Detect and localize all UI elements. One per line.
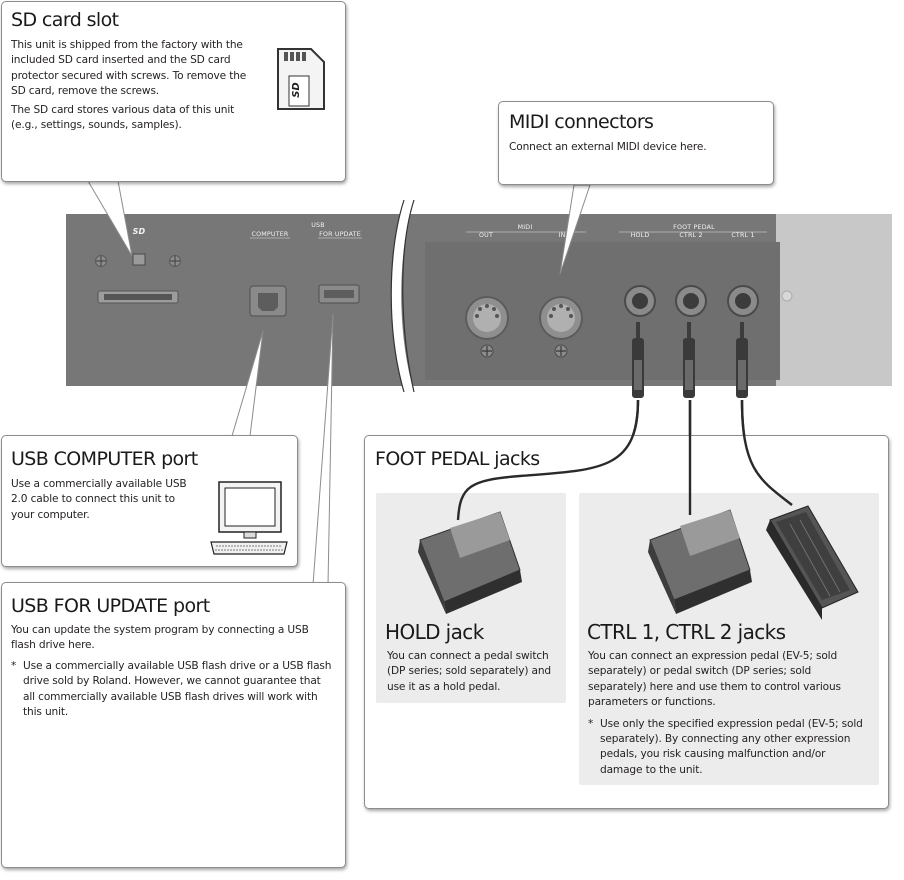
usb-for-update-port-title: USB FOR UPDATE port [11, 595, 210, 617]
panel-label-sd: SD [132, 227, 146, 236]
usb-computer-port-title: USB COMPUTER port [11, 448, 198, 470]
usb-computer-port-description: Use a commercially available USB 2.0 cab… [11, 478, 187, 521]
computer-icon [210, 481, 288, 555]
note-asterisk: * [11, 659, 17, 672]
panel-label-out: OUT [478, 232, 493, 239]
hold-jack-description: You can connect a pedal switch (DP serie… [387, 650, 552, 693]
ctrl-jacks-description: You can connect an expression pedal (EV-… [588, 649, 870, 778]
screw-icon [781, 290, 793, 302]
sd-card-paragraph-1: This unit is shipped from the factory wi… [11, 39, 247, 98]
jack-plug [632, 322, 748, 398]
foot-pedal-jacks-title: FOOT PEDAL jacks [375, 448, 540, 470]
panel-label-usb: USB [311, 222, 325, 229]
sd-card-slot-callout: SD card slot This unit is shipped from t… [1, 1, 346, 182]
panel-label-computer: COMPUTER [251, 231, 289, 238]
sd-card-slot-title: SD card slot [11, 9, 119, 31]
hold-jack-title: HOLD jack [385, 620, 484, 644]
hold-pedal-switch-icon [418, 511, 522, 614]
panel-break-gap [391, 200, 414, 392]
ctrl-pedal-switch-icon [648, 509, 752, 614]
midi-connectors-title: MIDI connectors [509, 111, 654, 133]
usb-update-text: You can update the system program by con… [11, 624, 309, 652]
panel-faded-end [776, 214, 892, 386]
panel-label-midi: MIDI [517, 224, 533, 231]
panel-label-hold: HOLD [630, 232, 650, 239]
panel-label-foot-pedal: FOOT PEDAL [673, 224, 715, 231]
sd-card-slot-description: This unit is shipped from the factory wi… [11, 38, 263, 136]
midi-connectors-description: Connect an external MIDI device here. [509, 141, 707, 153]
sd-lock-indicator [132, 253, 146, 266]
usb-for-update-port-description: You can update the system program by con… [11, 623, 335, 720]
ctrl-jacks-text: You can connect an expression pedal (EV-… [588, 650, 841, 709]
ctrl-jacks-note: * Use only the specified expression peda… [588, 717, 870, 779]
panel-label-ctrl2: CTRL 2 [679, 232, 703, 239]
sd-card-paragraph-2: The SD card stores various data of this … [11, 103, 235, 132]
midi-connectors-callout: MIDI connectors Connect an external MIDI… [498, 101, 774, 185]
sd-card-icon: SD [277, 48, 325, 110]
panel-label-in: IN [558, 232, 566, 239]
expression-pedal-icon [766, 505, 859, 620]
panel-label-ctrl1: CTRL 1 [731, 232, 755, 239]
sd-logo-text: SD [291, 82, 302, 98]
note-asterisk: * [588, 717, 594, 730]
usb-update-note: * Use a commercially available USB flash… [11, 659, 335, 721]
ctrl-jacks-title: CTRL 1, CTRL 2 jacks [587, 620, 786, 644]
ctrl-jacks-note-text: Use only the specified expression pedal … [600, 717, 863, 776]
usb-update-note-text: Use a commercially available USB flash d… [23, 659, 332, 719]
panel-label-for-update: FOR UPDATE [319, 231, 361, 238]
usb-computer-port-callout: USB COMPUTER port Use a commercially ava… [1, 435, 298, 567]
usb-for-update-port-callout: USB FOR UPDATE port You can update the s… [1, 582, 346, 868]
callout-pointers [87, 180, 591, 586]
